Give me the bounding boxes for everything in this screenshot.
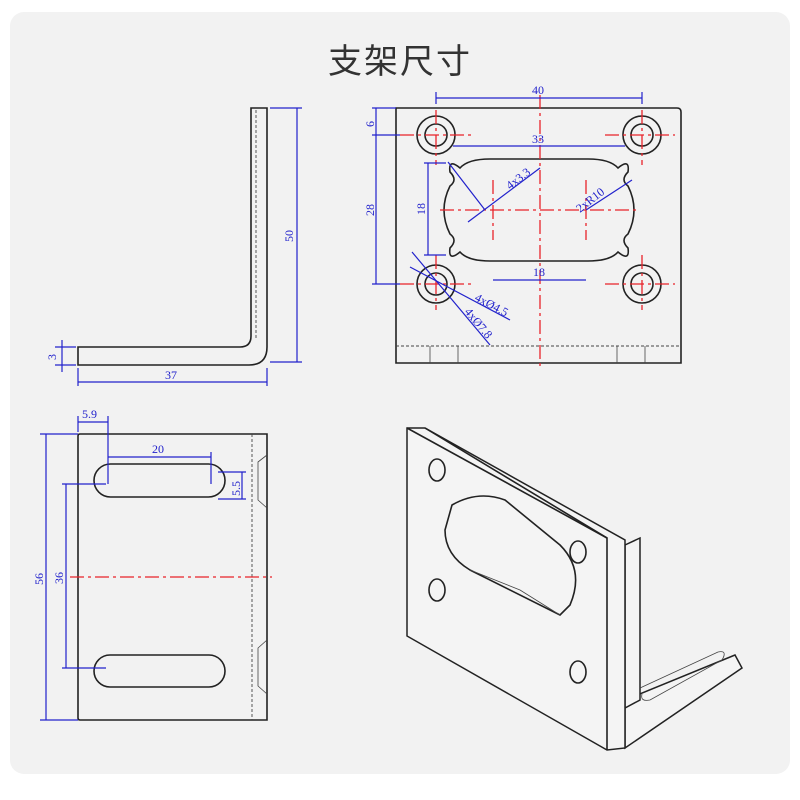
front-view: 40 33 6 28 18 18 4x3.3 2xR10 4xØ4.5 4xØ7… — [363, 83, 682, 370]
slot-length-label: 20 — [152, 442, 164, 456]
slot-center-spacing-label: 18 — [533, 265, 545, 279]
slot-width-base-label: 5.5 — [229, 481, 243, 496]
isometric-view — [406, 427, 743, 751]
slot-width-label: 33 — [532, 132, 544, 146]
total-length-label: 56 — [32, 573, 46, 585]
slot-spacing-label: 36 — [52, 572, 66, 584]
side-thickness-label: 3 — [45, 354, 59, 360]
side-length-label: 37 — [165, 368, 177, 382]
base-view: 5.9 20 5.5 56 36 — [32, 407, 272, 721]
side-height-label: 50 — [282, 230, 296, 242]
page-title: 支架尺寸 — [328, 42, 472, 82]
slot-height-label: 18 — [414, 203, 428, 215]
top-offset-label: 6 — [363, 121, 377, 127]
hole-spacing-y-label: 28 — [363, 204, 377, 216]
hole-spacing-x-label: 40 — [532, 83, 544, 97]
side-view: 50 3 37 — [45, 107, 302, 386]
small-radius-label: 4x3.3 — [503, 165, 533, 193]
edge-offset-label: 5.9 — [82, 407, 97, 421]
